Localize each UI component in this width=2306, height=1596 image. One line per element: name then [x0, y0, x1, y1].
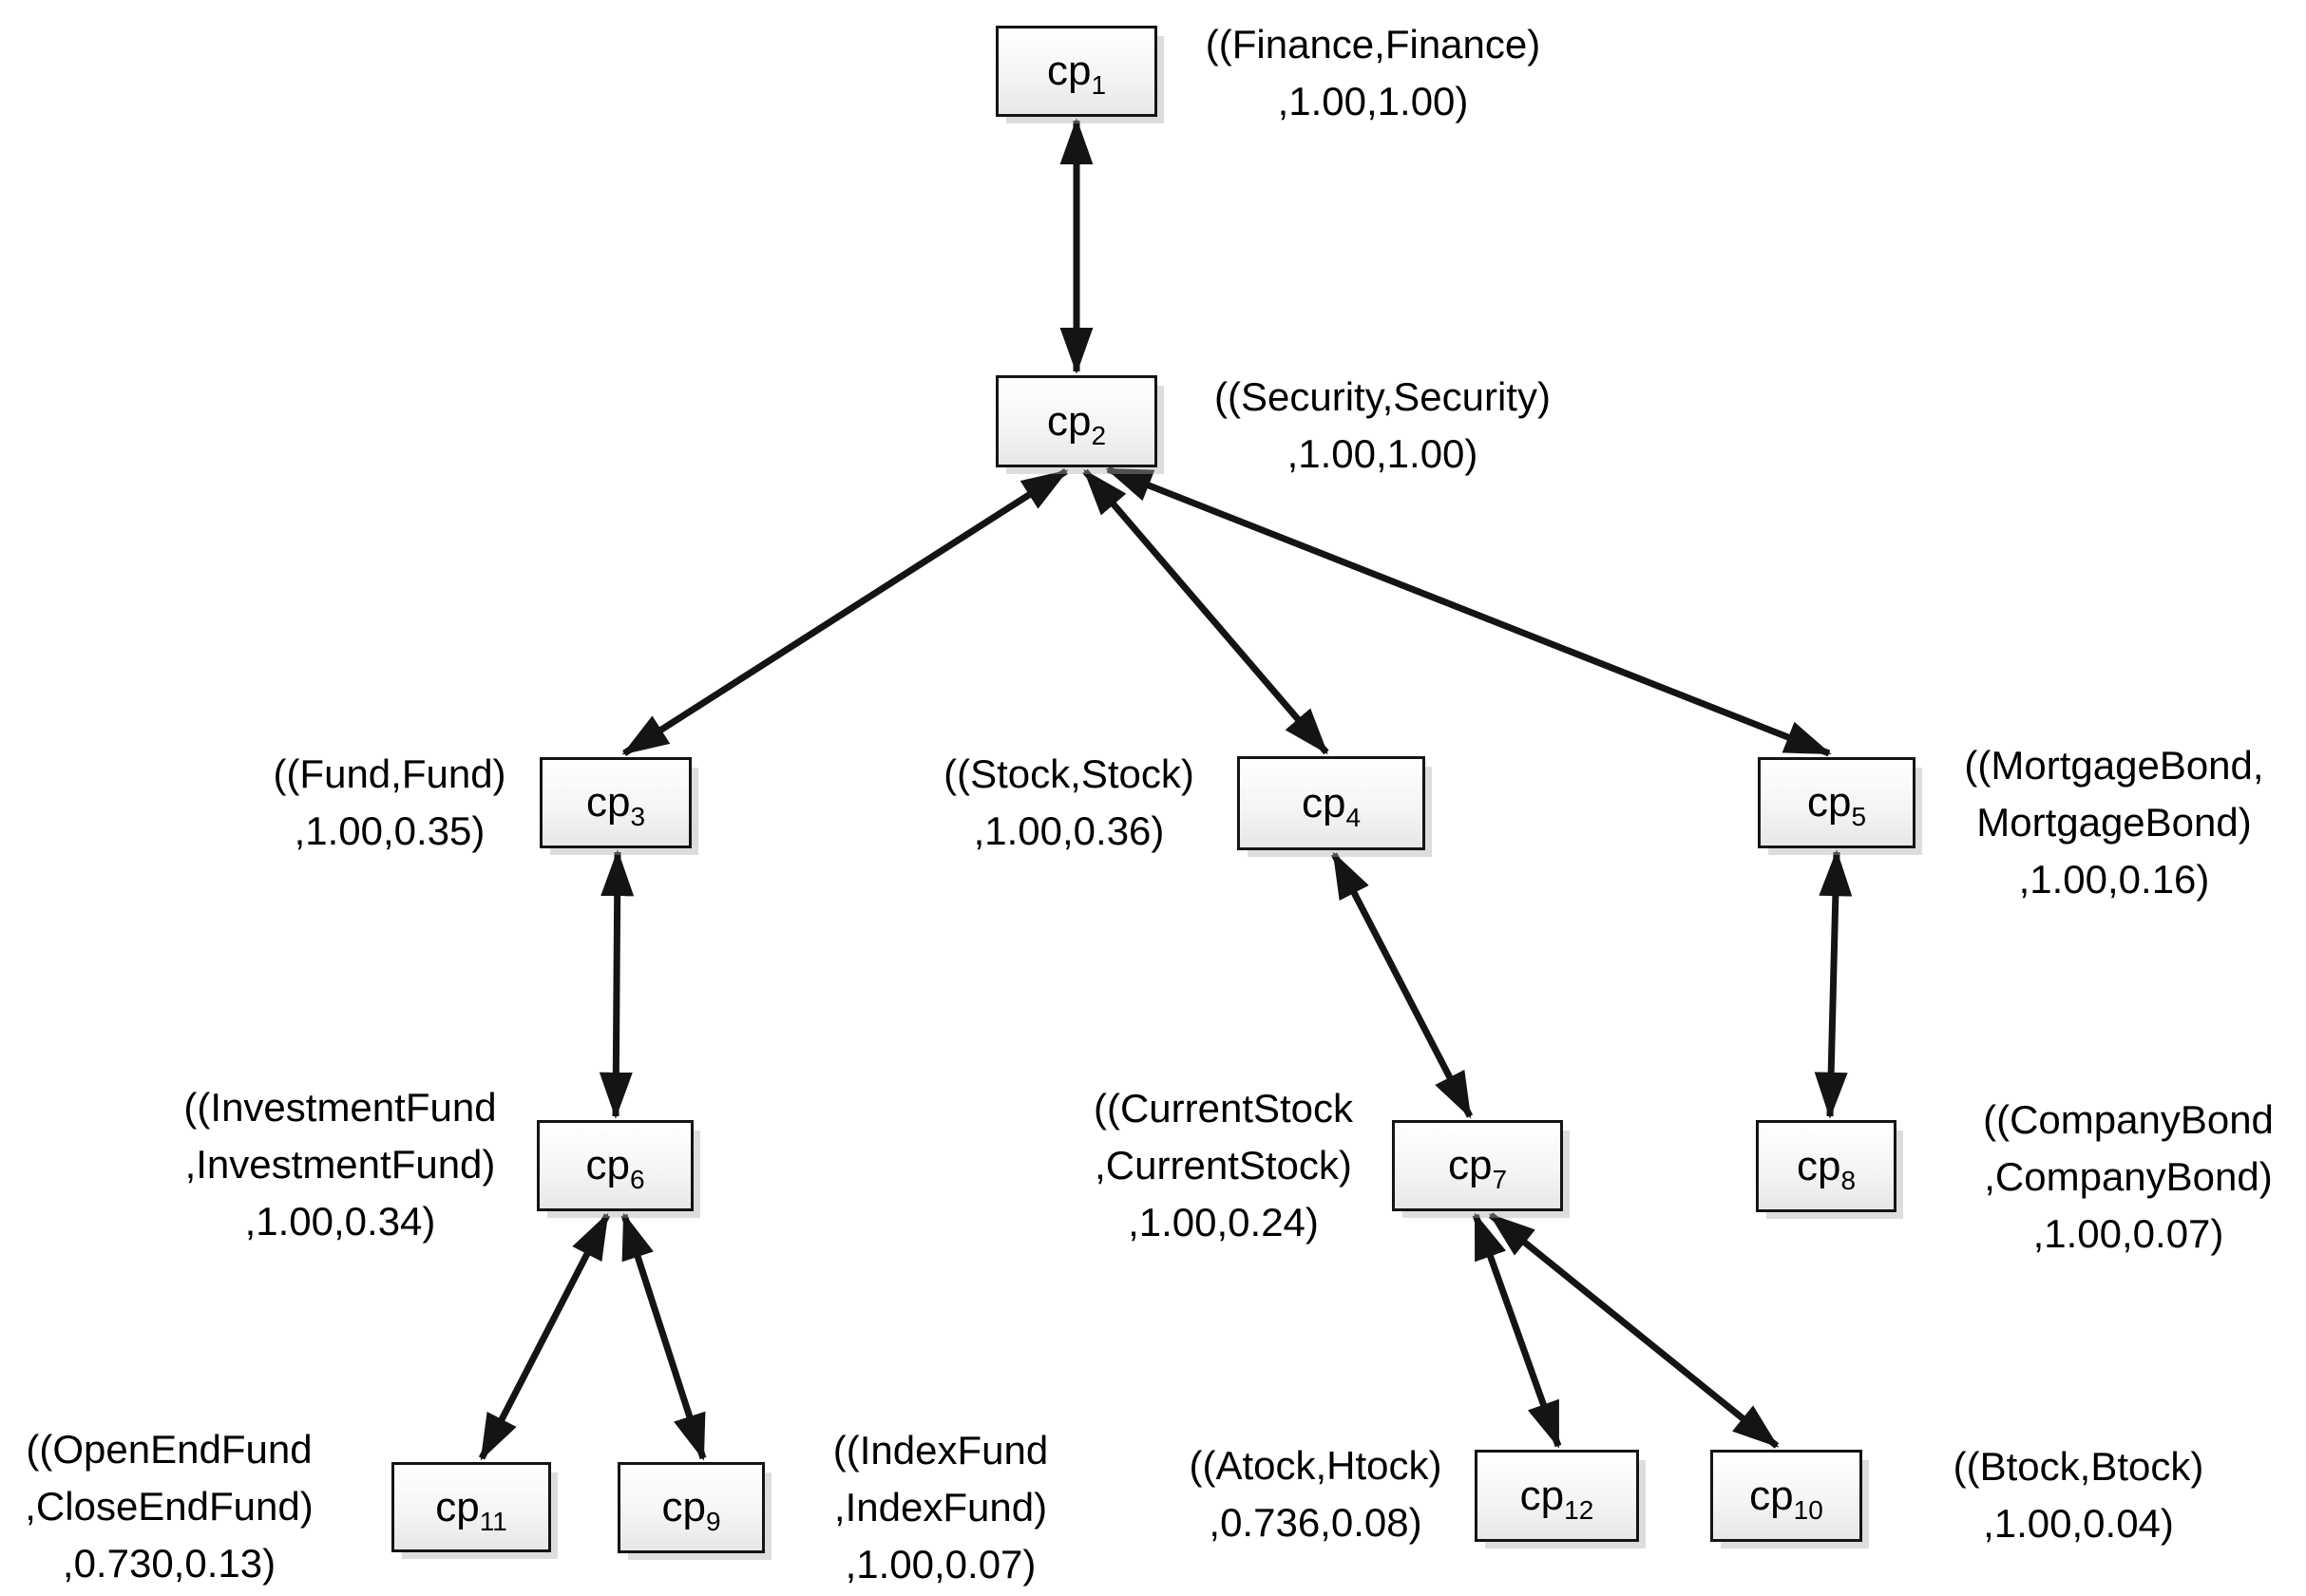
- edge-cp2-cp4: [1082, 468, 1329, 755]
- annotation-cp6: ((InvestmentFund,InvestmentFund),1.00,0.…: [183, 1085, 497, 1244]
- edge-cp7-cp12: [1472, 1212, 1562, 1449]
- node-cp10-label: cp10: [1749, 1472, 1823, 1525]
- annotation-cp3: ((Fund,Fund),1.00,0.35): [273, 751, 506, 853]
- node-cp4-label: cp4: [1301, 779, 1362, 832]
- node-cp11-label: cp11: [435, 1483, 507, 1536]
- node-cp7: cp7: [1392, 1120, 1563, 1211]
- edge-cp5-cp8: [1814, 849, 1853, 1119]
- annotation-cp10: ((Btock,Btock),1.00,0.04): [1953, 1444, 2204, 1546]
- node-cp1: cp1: [996, 26, 1157, 117]
- node-cp9-label: cp9: [661, 1484, 721, 1536]
- annotation-cp9: ((IndexFund,IndexFund),1.00,0.07): [832, 1428, 1049, 1586]
- edge-cp2-cp3: [621, 468, 1069, 756]
- annotation-cp5: ((MortgageBond,MortgageBond),1.00,0.16): [1964, 743, 2264, 902]
- node-cp12-label: cp12: [1519, 1472, 1594, 1525]
- annotation-cp12: ((Atock,Htock),0.736,0.08): [1189, 1443, 1442, 1545]
- node-cp2-label: cp2: [1046, 397, 1107, 450]
- node-cp10: cp10: [1710, 1450, 1862, 1542]
- node-cp7-label: cp7: [1447, 1142, 1508, 1194]
- node-cp12: cp12: [1475, 1450, 1639, 1542]
- node-cp11: cp11: [391, 1462, 551, 1552]
- annotation-cp4: ((Stock,Stock),1.00,0.36): [943, 751, 1194, 853]
- node-cp9: cp9: [618, 1462, 765, 1553]
- edge-cp3-cp6: [599, 849, 635, 1119]
- annotation-cp8: ((CompanyBond,CompanyBond),1.00,0.07): [1983, 1097, 2274, 1256]
- node-cp1-label: cp1: [1046, 48, 1107, 100]
- annotation-cp2: ((Security,Security),1.00,1.00): [1214, 374, 1551, 476]
- edge-cp2-cp5: [1105, 466, 1832, 757]
- node-cp5: cp5: [1758, 757, 1915, 848]
- node-cp6: cp6: [537, 1120, 694, 1211]
- edge-cp6-cp9: [620, 1212, 707, 1461]
- node-cp8: cp8: [1756, 1120, 1896, 1212]
- edge-cp4-cp7: [1330, 851, 1474, 1119]
- annotation-cp1: ((Finance,Finance),1.00,1.00): [1205, 22, 1541, 124]
- node-cp3-label: cp3: [585, 779, 646, 831]
- edge-cp6-cp11: [478, 1212, 611, 1461]
- annotation-cp7: ((CurrentStock,CurrentStock),1.00,0.24): [1093, 1086, 1354, 1244]
- node-cp4: cp4: [1237, 756, 1425, 850]
- node-cp8-label: cp8: [1796, 1142, 1857, 1195]
- edge-cp7-cp10: [1488, 1212, 1780, 1449]
- node-cp2: cp2: [996, 375, 1157, 467]
- node-cp3: cp3: [540, 757, 692, 848]
- node-cp5-label: cp5: [1806, 779, 1867, 831]
- annotation-cp11: ((OpenEndFund,CloseEndFund),0.730,0.13): [25, 1427, 314, 1586]
- node-cp6-label: cp6: [585, 1142, 645, 1194]
